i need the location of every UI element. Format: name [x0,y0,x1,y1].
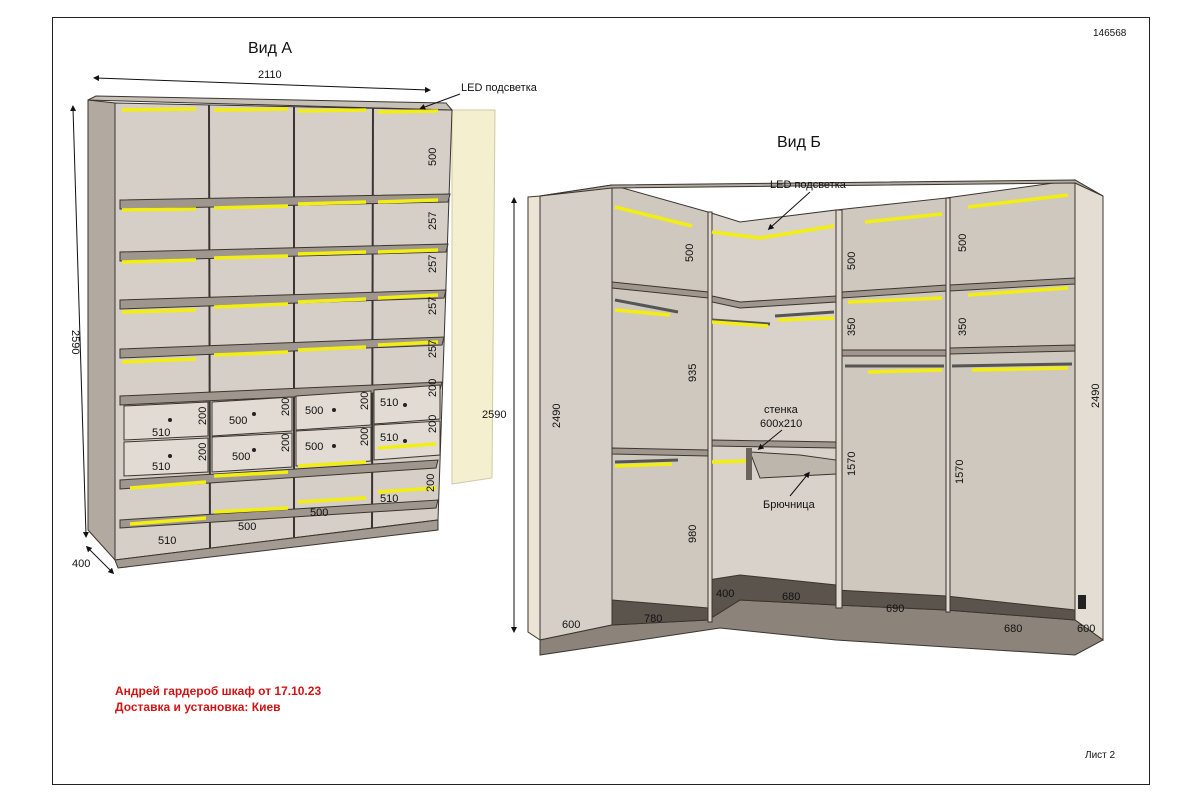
view-b-shelves [611,277,1076,457]
view-a-bottom-width: 500 [238,521,256,533]
view-b-trouser-rack [749,451,837,479]
view-b-right-height: 2490 [1090,384,1102,408]
view-a-side-height-dim: 2590 [482,409,506,421]
view-b-hdim: 680 [782,591,800,603]
view-b: Вид Б [511,134,1104,656]
view-a-drawer-dim: 200 [425,474,437,492]
view-a-shelf-dim: 257 [427,340,439,358]
view-b-right-panel [1074,179,1104,641]
view-b-wall-label: стенка [764,404,799,416]
view-a: Вид А [69,40,538,575]
view-a-shelf-dim: 257 [427,212,439,230]
view-b-title: Вид Б [777,134,821,151]
view-b-rack-label: Брючница [763,499,816,511]
view-a-drawer-dim: 200 [197,407,209,425]
view-b-vdim: 500 [684,244,696,262]
view-b-socket [1078,595,1086,609]
view-b-vdim: 350 [846,318,858,336]
view-b-left-edge [527,195,541,641]
view-a-height-dim-line [70,105,89,538]
view-a-width-dim: 2110 [258,69,282,81]
view-b-vdim: 935 [687,364,699,382]
view-a-top [87,95,454,111]
view-b-led-label: LED подсветка [770,179,847,191]
view-a-drawer-width: 510 [152,427,170,439]
view-a-drawers [123,384,441,477]
view-a-drawer-width: 500 [229,415,247,427]
view-b-hdim: 780 [644,613,662,625]
view-a-bottom-width: 510 [380,493,398,505]
view-b-wall-size: 600х210 [760,418,802,430]
view-b-hdim: 400 [716,588,734,600]
view-b-rack-pointer [789,471,810,497]
view-a-drawer-dim: 200 [280,398,292,416]
view-b-vdim: 350 [957,318,969,336]
view-a-depth-dim-line [85,545,115,575]
view-b-wall-pointer [757,429,783,450]
view-b-led-strips [614,193,1069,468]
sheet-label: Лист 2 [1085,750,1116,761]
view-a-height-dim: 2590 [69,330,81,354]
view-a-drawer-width: 510 [152,461,170,473]
view-a-shelf-dim: 500 [427,148,439,166]
view-a-drawer-dim: 200 [427,379,439,397]
view-a-led-strips [121,107,439,526]
delivery-note: Доставка и установка: Киев [115,700,281,714]
view-b-top [539,179,1104,197]
sheet-frame [52,17,1150,785]
view-a-led-label: LED подсветка [461,82,538,94]
view-a-width-dim-line [93,75,431,93]
view-a-left-side [87,99,116,562]
view-a-drawer-width: 510 [380,397,398,409]
view-a-drawer-knobs [168,403,407,458]
view-a-drawer-dim: 200 [359,428,371,446]
view-b-vdim: 500 [846,252,858,270]
view-a-drawer-dim: 200 [359,392,371,410]
view-b-dividers [707,197,951,623]
view-a-led-pointer [419,93,461,110]
view-a-drawer-width: 500 [305,441,323,453]
view-b-vdim: 1570 [954,460,966,484]
view-b-hdim: 600 [562,619,580,631]
doc-number: 146568 [1093,28,1127,39]
view-b-left-height: 2490 [551,404,563,428]
view-a-drawer-dim: 200 [280,434,292,452]
view-b-hdim: 600 [1077,623,1095,635]
view-b-hdim: 690 [886,603,904,615]
view-b-rods [614,298,1073,464]
view-b-vdim: 980 [687,525,699,543]
view-b-vdim: 1570 [846,452,858,476]
view-a-plinth [114,519,439,569]
view-a-side-glow [451,109,496,485]
view-a-depth-dim: 400 [72,558,90,570]
view-a-drawer-width: 500 [232,451,250,463]
view-a-bottom-width: 500 [310,507,328,519]
view-a-drawer-dim: 200 [197,443,209,461]
view-a-drawer-dim: 200 [427,415,439,433]
order-note: Андрей гардероб шкаф от 17.10.23 [115,684,322,698]
view-a-drawer-width: 510 [380,432,398,444]
view-a-shelf-dim: 257 [427,255,439,273]
view-b-led-pointer [767,191,811,231]
view-a-title: Вид А [248,40,292,57]
view-a-drawer-width: 500 [305,405,323,417]
view-b-vdim: 500 [957,234,969,252]
view-a-bottom-width: 510 [158,535,176,547]
view-b-rack-wall [746,448,752,480]
view-a-shelf-dim: 257 [427,297,439,315]
view-b-hdim: 680 [1004,623,1022,635]
